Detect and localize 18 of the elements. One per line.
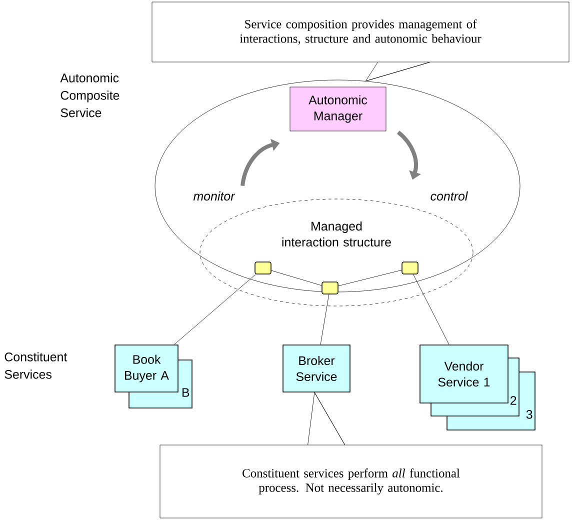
- service-box: Book Buyer A: [114, 344, 178, 392]
- node-label: Autonomic Composite Service: [60, 73, 120, 118]
- edge-label: control: [430, 191, 468, 201]
- edge-label: monitor: [193, 191, 236, 201]
- port-square: [254, 262, 272, 274]
- connector-line: [413, 274, 450, 345]
- manager-box: Autonomic Manager: [290, 86, 386, 132]
- connector-line: [338, 270, 402, 286]
- connector-line: [271, 270, 322, 286]
- port-square: [402, 262, 418, 274]
- service-box: Vendor Service 1: [420, 344, 508, 404]
- callout-box: Service composition provides management of interactions, structure and autonomic behaviour: [152, 2, 570, 62]
- connector-line: [320, 294, 330, 345]
- side-label: Constituent Services: [4, 352, 68, 379]
- connector-line: [174, 274, 256, 345]
- port-square: [322, 282, 338, 294]
- service-box: Broker Service: [282, 344, 350, 392]
- callout-box: Constituent services perform all functional process. Not necessarily autonomic.: [160, 444, 542, 518]
